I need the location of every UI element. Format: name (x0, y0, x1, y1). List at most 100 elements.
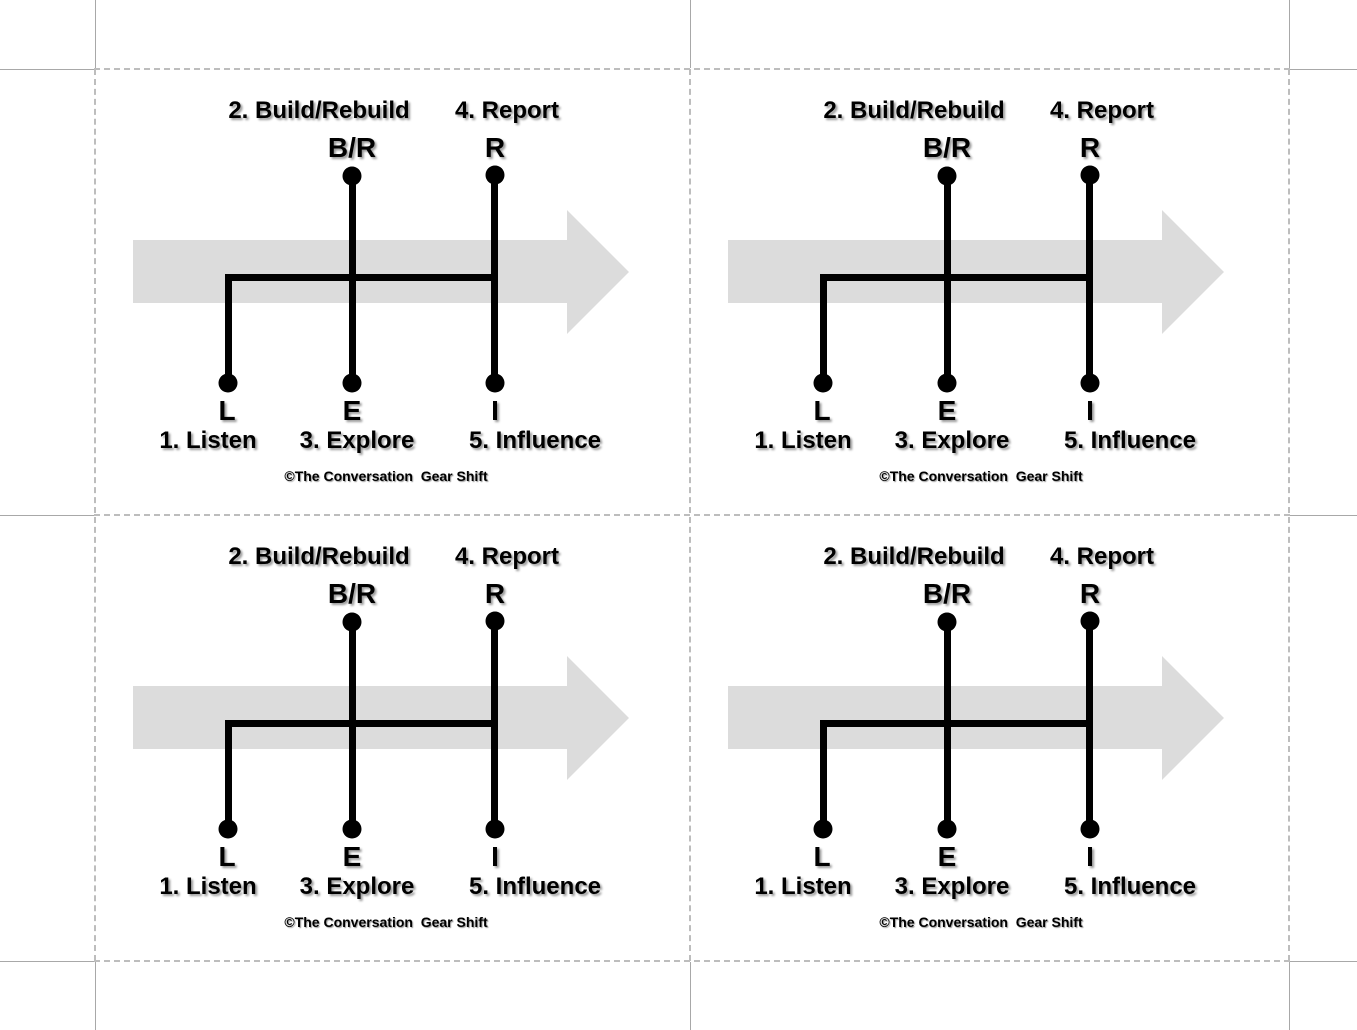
step2-label: 2. Build/Rebuild (228, 97, 410, 124)
card-cut-border (94, 514, 1290, 516)
listen-gear-letter: L (218, 841, 236, 872)
explore-gear-letter: E (342, 841, 362, 872)
listen-leg-line (225, 720, 232, 830)
report-gear-letter: R (484, 132, 506, 163)
step1-label: 1. Listen (754, 873, 852, 900)
listen-node-dot (813, 373, 833, 393)
copyright-label: ©The Conversation Gear Shift (879, 914, 1083, 930)
step1-label: 1. Listen (159, 427, 257, 454)
copyright-label: ©The Conversation Gear Shift (284, 468, 488, 484)
influence-gear-letter: I (491, 395, 499, 426)
crop-mark (0, 69, 94, 70)
step5-label: 5. Influence (468, 873, 602, 900)
crop-mark (95, 0, 96, 68)
influence-node-dot (1080, 819, 1100, 839)
explore-node-dot (937, 819, 957, 839)
build-explore-leg-line (944, 622, 951, 830)
crop-mark (1290, 515, 1357, 516)
right-arrow-icon (133, 210, 629, 334)
step3-label: 3. Explore (894, 427, 1010, 454)
explore-gear-letter: E (937, 841, 957, 872)
report-influence-leg-line (491, 622, 498, 830)
explore-node-dot (342, 373, 362, 393)
build-explore-leg-line (349, 622, 356, 830)
listen-leg-line (225, 274, 232, 384)
step2-label: 2. Build/Rebuild (823, 543, 1005, 570)
crop-mark (95, 962, 96, 1030)
build-node-dot (937, 612, 957, 632)
report-node-dot (1080, 165, 1100, 185)
step3-label: 3. Explore (299, 873, 415, 900)
build-explore-leg-line (944, 176, 951, 384)
build-gear-letter: B/R (922, 578, 972, 609)
listen-gear-letter: L (813, 395, 831, 426)
card-cut-border (94, 960, 1290, 962)
step5-label: 5. Influence (1063, 873, 1197, 900)
listen-gear-letter: L (218, 395, 236, 426)
gear-shift-card: 2. Build/Rebuild 4. Report B/R R L E I 1… (95, 69, 690, 515)
listen-gear-letter: L (813, 841, 831, 872)
step4-label: 4. Report (1049, 543, 1155, 570)
influence-gear-letter: I (491, 841, 499, 872)
gear-shift-card: 2. Build/Rebuild 4. Report B/R R L E I 1… (690, 69, 1289, 515)
listen-node-dot (218, 373, 238, 393)
crop-mark (0, 961, 94, 962)
step4-label: 4. Report (454, 97, 560, 124)
build-gear-letter: B/R (327, 578, 377, 609)
report-gear-letter: R (1079, 578, 1101, 609)
step4-label: 4. Report (454, 543, 560, 570)
report-gear-letter: R (1079, 132, 1101, 163)
report-gear-letter: R (484, 578, 506, 609)
crop-mark (0, 515, 94, 516)
card-cut-border (94, 68, 1290, 70)
crop-mark (690, 0, 691, 68)
right-arrow-icon (728, 656, 1224, 780)
step5-label: 5. Influence (1063, 427, 1197, 454)
build-explore-leg-line (349, 176, 356, 384)
step3-label: 3. Explore (894, 873, 1010, 900)
gear-shift-card: 2. Build/Rebuild 4. Report B/R R L E I 1… (95, 515, 690, 961)
crop-mark (1290, 961, 1357, 962)
explore-gear-letter: E (342, 395, 362, 426)
report-influence-leg-line (1086, 622, 1093, 830)
crop-mark (690, 962, 691, 1030)
listen-node-dot (813, 819, 833, 839)
build-gear-letter: B/R (327, 132, 377, 163)
right-arrow-icon (133, 656, 629, 780)
influence-node-dot (485, 373, 505, 393)
right-arrow-icon (728, 210, 1224, 334)
influence-gear-letter: I (1086, 841, 1094, 872)
explore-node-dot (937, 373, 957, 393)
build-gear-letter: B/R (922, 132, 972, 163)
listen-node-dot (218, 819, 238, 839)
step5-label: 5. Influence (468, 427, 602, 454)
crop-mark (1289, 0, 1290, 68)
step2-label: 2. Build/Rebuild (228, 543, 410, 570)
step4-label: 4. Report (1049, 97, 1155, 124)
step2-label: 2. Build/Rebuild (823, 97, 1005, 124)
copyright-label: ©The Conversation Gear Shift (879, 468, 1083, 484)
influence-node-dot (485, 819, 505, 839)
report-node-dot (1080, 611, 1100, 631)
influence-node-dot (1080, 373, 1100, 393)
gear-horizontal-bar (820, 720, 1093, 727)
step3-label: 3. Explore (299, 427, 415, 454)
gear-shift-card: 2. Build/Rebuild 4. Report B/R R L E I 1… (690, 515, 1289, 961)
gear-horizontal-bar (225, 274, 498, 281)
report-node-dot (485, 611, 505, 631)
listen-leg-line (820, 720, 827, 830)
build-node-dot (342, 166, 362, 186)
explore-gear-letter: E (937, 395, 957, 426)
copyright-label: ©The Conversation Gear Shift (284, 914, 488, 930)
step1-label: 1. Listen (754, 427, 852, 454)
step1-label: 1. Listen (159, 873, 257, 900)
explore-node-dot (342, 819, 362, 839)
report-influence-leg-line (491, 176, 498, 384)
report-influence-leg-line (1086, 176, 1093, 384)
gear-horizontal-bar (225, 720, 498, 727)
crop-mark (1290, 69, 1357, 70)
influence-gear-letter: I (1086, 395, 1094, 426)
build-node-dot (342, 612, 362, 632)
build-node-dot (937, 166, 957, 186)
